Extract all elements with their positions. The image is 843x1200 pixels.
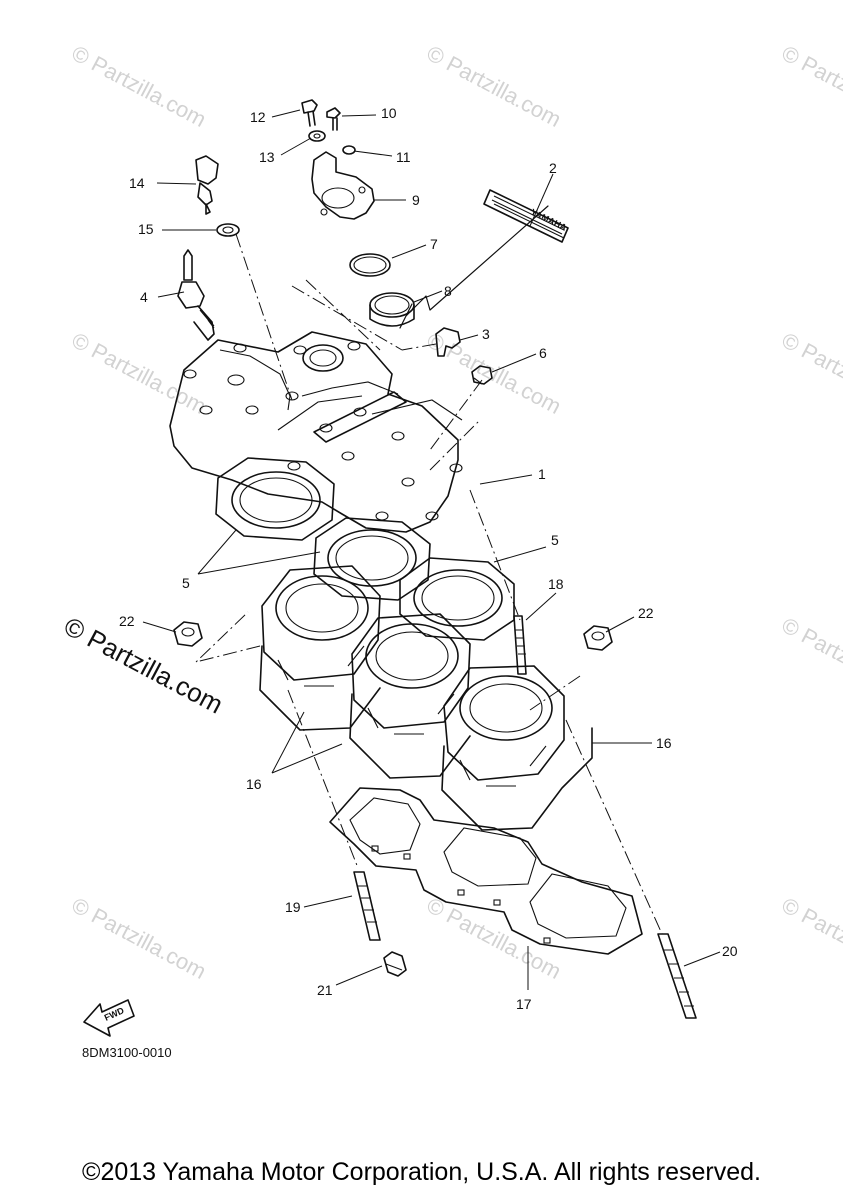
watermark: © Partzilla.com [423,40,566,132]
bolt-10 [326,107,341,131]
watermark: © Partzilla.com [68,40,211,132]
callout-12: 12 [250,109,266,125]
callout-11: 11 [396,149,411,165]
callout-16: 16 [246,776,262,792]
fwd-label: FWD [103,1005,126,1023]
stud-20 [657,933,697,1019]
callout-10: 10 [381,105,397,121]
cylinder-16 [441,665,593,831]
watermark: © Partzilla.com [68,892,211,984]
callout-6: 6 [539,345,547,361]
watermarks: © Partzilla.com © Partzilla.com © Partzi… [59,40,843,984]
watermark: © Partzilla.com [778,327,843,419]
base-gasket-17 [329,787,643,955]
callout-14: 14 [129,175,145,191]
watermark-large: © Partzilla.com [59,611,228,720]
callout-18: 18 [548,576,564,592]
washer-15 [216,223,240,237]
stud-18 [513,615,527,675]
washer-13 [308,130,326,142]
forward-arrow-icon: FWD [83,999,135,1037]
cylinder-16 [349,613,471,779]
callout-21: 21 [317,982,333,998]
sensor-14 [195,155,219,215]
callout-16: 16 [656,735,672,751]
callout-4: 4 [140,289,148,305]
label-2: YAMAHA [483,189,569,243]
callout-9: 9 [412,192,420,208]
callout-13: 13 [259,149,275,165]
stud-19 [353,871,381,941]
seal-8 [369,292,415,327]
nut-6 [471,365,493,385]
callouts: 12 10 13 11 9 14 15 4 7 8 2 3 6 1 5 5 18… [119,105,738,1012]
nut-21 [383,951,407,977]
cylinder-head-1 [169,331,463,533]
callout-3: 3 [482,326,490,342]
callout-17: 17 [516,996,532,1012]
callout-1: 1 [538,466,546,482]
watermark: © Partzilla.com [778,40,843,132]
callout-20: 20 [722,943,738,959]
head-gasket-5 [313,517,431,601]
leader-lines [142,109,721,990]
callout-22: 22 [119,613,135,629]
callout-7: 7 [430,236,438,252]
nut-22 [173,621,203,647]
watermark: © Partzilla.com [423,327,566,419]
callout-5: 5 [551,532,559,548]
watermark: © Partzilla.com [68,327,211,419]
callout-19: 19 [285,899,301,915]
watermark: © Partzilla.com [778,612,843,704]
o-ring-7 [349,253,391,277]
nut-22 [583,625,613,651]
head-gasket-5 [215,457,335,541]
washer-11 [342,145,356,155]
spark-plug-4 [177,249,215,341]
head-gasket-5 [399,557,515,641]
callout-15: 15 [138,221,154,237]
cylinder-16 [259,565,381,731]
callout-2: 2 [549,160,557,176]
fitting-3 [435,327,461,357]
watermark: © Partzilla.com [778,892,843,984]
thermostat-cover-9 [311,151,375,220]
bolt-12 [301,99,318,127]
callout-22: 22 [638,605,654,621]
callout-8: 8 [444,283,452,299]
callout-5: 5 [182,575,190,591]
copyright-notice: ©2013 Yamaha Motor Corporation, U.S.A. A… [82,1158,761,1186]
diagram-code: 8DM3100-0010 [82,1045,172,1060]
